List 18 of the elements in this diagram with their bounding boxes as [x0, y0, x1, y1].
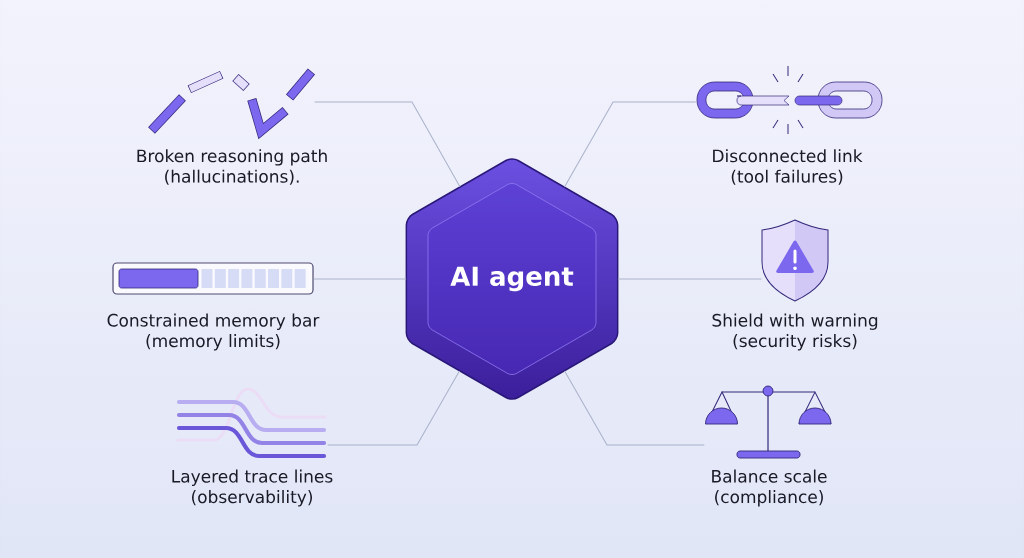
icon-label: Layered trace lines (observability)	[172, 469, 333, 507]
connector-line	[564, 101, 697, 188]
warning-shield-icon	[761, 219, 829, 302]
icon-label: Constrained memory bar (memory limits)	[107, 313, 320, 351]
icon-label: Balance scale (compliance)	[712, 469, 827, 507]
broken-path-icon	[148, 68, 316, 140]
connector-line	[617, 278, 762, 280]
memory-bar-icon	[112, 262, 314, 295]
icon-label: Shield with warning (security risks)	[712, 313, 878, 351]
connector-line	[564, 370, 705, 446]
connector-line	[313, 278, 407, 280]
trace-lines-icon	[176, 387, 327, 459]
balance-scale-icon	[705, 385, 832, 459]
icon-label: Broken reasoning path (hallucinations).	[137, 149, 327, 185]
broken-chain-icon	[696, 65, 883, 135]
connector-line	[314, 101, 461, 188]
connector-line	[327, 370, 460, 446]
icon-label: Disconnected link (tool failures)	[713, 149, 863, 185]
